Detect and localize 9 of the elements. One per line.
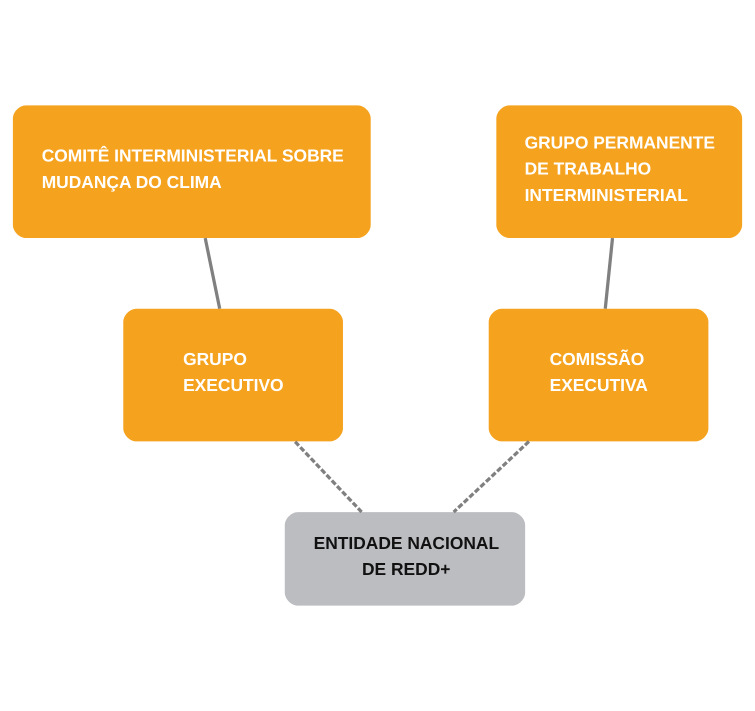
connector	[294, 440, 363, 514]
connector	[604, 238, 614, 309]
node-box: COMISSÃO EXECUTIVA	[488, 308, 708, 442]
node-box: GRUPO EXECUTIVO	[123, 308, 343, 442]
connector	[204, 238, 222, 309]
connector	[452, 440, 530, 514]
node-box: ENTIDADE NACIONAL DE REDD+	[284, 512, 526, 606]
node-box: GRUPO PERMANENTE DE TRABALHO INTERMINISTERIAL	[496, 105, 742, 238]
node-box: COMITÊ INTERMINISTERIAL SOBRE MUDANÇA DO CLIMA	[12, 105, 371, 238]
